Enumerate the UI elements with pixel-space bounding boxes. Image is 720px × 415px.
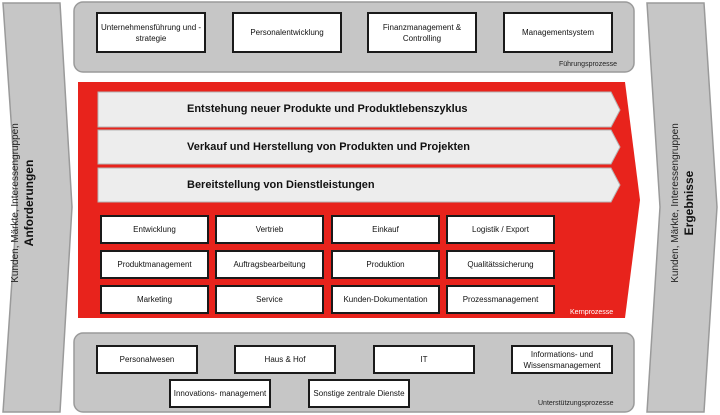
left-arrow-line1: Kunden, Märkte, Interessengruppen	[10, 123, 21, 283]
kern-box-einkauf: Einkauf	[331, 215, 440, 244]
fuehrung-label: Führungsprozesse	[559, 61, 617, 68]
band-label-3: Bereitstellung von Dienstleistungen	[187, 179, 375, 191]
right-arrow-line1: Kunden, Märkte, Interessengruppen	[670, 123, 681, 283]
fuehrung-box-2: Personalentwicklung	[232, 12, 342, 53]
band-shape-1	[97, 91, 621, 128]
kern-box-vertrieb: Vertrieb	[215, 215, 324, 244]
support-box-innovationsmanagement: Innovations- management	[169, 379, 271, 408]
band-label-1: Entstehung neuer Produkte und Produktleb…	[187, 103, 468, 115]
band-shape-2	[97, 129, 621, 165]
support-box-personalwesen: Personalwesen	[96, 345, 198, 374]
left-chevron-arrow	[2, 2, 73, 413]
kern-box-qualitaetssicherung: Qualitätssicherung	[446, 250, 555, 279]
left-arrow-label: Kunden, Märkte, Interessengruppen Anford…	[3, 113, 43, 293]
fuehrung-box-1: Unternehmensführung und -strategie	[96, 12, 206, 53]
kern-box-service: Service	[215, 285, 324, 314]
support-box-sonstige-dienste: Sonstige zentrale Dienste	[308, 379, 410, 408]
kern-box-prozessmanagement: Prozessmanagement	[446, 285, 555, 314]
right-chevron-arrow	[646, 2, 718, 413]
fuehrung-panel	[73, 1, 635, 73]
kern-box-auftragsbearbeitung: Auftragsbearbeitung	[215, 250, 324, 279]
left-arrow-line2: Anforderungen	[22, 159, 36, 247]
fuehrung-box-4: Managementsystem	[503, 12, 613, 53]
kern-label: Kernprozesse	[570, 309, 614, 316]
kern-box-kunden-dokumentation: Kunden-Dokumentation	[331, 285, 440, 314]
band-label-2: Verkauf und Herstellung von Produkten un…	[187, 141, 470, 153]
right-arrow-label: Kunden, Märkte, Interessengruppen Ergebn…	[663, 113, 703, 293]
support-box-haus-hof: Haus & Hof	[234, 345, 336, 374]
right-arrow-line2: Ergebnisse	[682, 170, 696, 236]
kern-box-entwicklung: Entwicklung	[100, 215, 209, 244]
kern-box-marketing: Marketing	[100, 285, 209, 314]
kern-box-logistik: Logistik / Export	[446, 215, 555, 244]
support-box-wissensmanagement: Informations- und Wissensmanagement	[511, 345, 613, 374]
fuehrung-box-3: Finanzmanagement & Controlling	[367, 12, 477, 53]
band-shape-3	[97, 167, 621, 203]
kern-box-produktmanagement: Produktmanagement	[100, 250, 209, 279]
kern-box-produktion: Produktion	[331, 250, 440, 279]
support-box-it: IT	[373, 345, 475, 374]
unterstuetzung-label: Unterstützungsprozesse	[538, 400, 614, 407]
